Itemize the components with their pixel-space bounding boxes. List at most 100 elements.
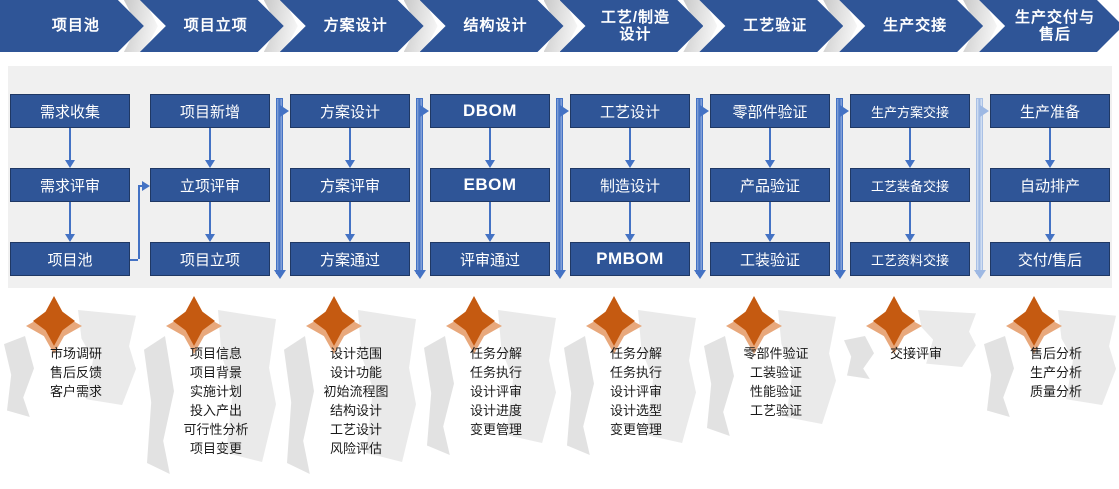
detail-item: 初始流程图 [323, 384, 389, 399]
process-box-c4-r2[interactable]: EBOM [430, 168, 550, 202]
column-link-bar-3-to-4 [416, 98, 423, 274]
process-box-c8-r1[interactable]: 生产准备 [990, 94, 1110, 128]
process-box-c5-r2[interactable]: 制造设计 [570, 168, 690, 202]
detail-list: 项目信息项目背景实施计划投入产出可行性分析项目变更 [150, 344, 282, 458]
detail-item: 任务分解 [469, 346, 522, 361]
process-box-c7-r1[interactable]: 生产方案交接 [850, 94, 970, 128]
detail-section: 市场调研售后反馈客户需求项目信息项目背景实施计划投入产出可行性分析项目变更设计范… [0, 288, 1119, 489]
stage-chevron-label: 工艺验证 [743, 17, 808, 35]
detail-column-2: 项目信息项目背景实施计划投入产出可行性分析项目变更 [140, 288, 280, 489]
down-connector-c1-2 [69, 202, 71, 234]
detail-list: 设计范围设计功能初始流程图结构设计工艺设计风险评估 [290, 344, 422, 458]
detail-item: 设计功能 [329, 365, 382, 380]
column-link-bar-5-to-6 [696, 98, 703, 274]
detail-item: 项目变更 [189, 441, 242, 456]
column-link-bar-6-to-7 [836, 98, 843, 274]
stage-chevron-6[interactable]: 工艺验证 [699, 0, 843, 52]
process-box-c2-r2[interactable]: 立项评审 [150, 168, 270, 202]
process-box-c1-r2[interactable]: 需求评审 [10, 168, 130, 202]
process-box-c8-r2[interactable]: 自动排产 [990, 168, 1110, 202]
down-connector-c5-1 [629, 128, 631, 160]
detail-item: 任务执行 [469, 365, 522, 380]
process-box-c8-r3[interactable]: 交付/售后 [990, 242, 1110, 276]
diamond-icon-inner [313, 296, 355, 346]
column-link-foot-3 [414, 270, 426, 279]
process-box-c7-r3[interactable]: 工艺资料交接 [850, 242, 970, 276]
process-box-c3-r3[interactable]: 方案通过 [290, 242, 410, 276]
diamond-icon [586, 296, 642, 354]
down-arrowhead-c1-2 [65, 234, 75, 242]
down-arrowhead-c3-1 [345, 160, 355, 168]
stage-chevron-label: 方案设计 [323, 17, 388, 35]
stage-chevron-8[interactable]: 生产交付与 售后 [979, 0, 1119, 52]
down-arrowhead-c2-1 [205, 160, 215, 168]
detail-item: 交接评审 [889, 346, 942, 361]
stage-chevron-1[interactable]: 项目池 [0, 0, 144, 52]
down-connector-c4-2 [489, 202, 491, 234]
diamond-icon-inner [593, 296, 635, 346]
detail-item: 结构设计 [329, 403, 382, 418]
down-connector-c6-1 [769, 128, 771, 160]
diamond-icon-inner [33, 296, 75, 346]
process-box-c6-r1[interactable]: 零部件验证 [710, 94, 830, 128]
detail-list: 市场调研售后反馈客户需求 [10, 344, 142, 401]
detail-item: 项目背景 [189, 365, 242, 380]
detail-item: 变更管理 [609, 422, 662, 437]
detail-item: 实施计划 [189, 384, 242, 399]
diamond-icon-inner [453, 296, 495, 346]
stage-chevron-3[interactable]: 方案设计 [280, 0, 424, 52]
down-arrowhead-c6-1 [765, 160, 775, 168]
stage-chevron-5[interactable]: 工艺/制造 设计 [560, 0, 704, 52]
detail-item: 生产分析 [1029, 365, 1082, 380]
down-connector-c8-1 [1049, 128, 1051, 160]
stage-chevron-label: 项目池 [51, 17, 100, 35]
detail-item: 风险评估 [329, 441, 382, 456]
process-box-c4-r3[interactable]: 评审通过 [430, 242, 550, 276]
stage-chevron-7[interactable]: 生产交接 [839, 0, 983, 52]
down-connector-c8-2 [1049, 202, 1051, 234]
diamond-icon [166, 296, 222, 354]
detail-column-1: 市场调研售后反馈客户需求 [0, 288, 140, 489]
process-box-c2-r1[interactable]: 项目新增 [150, 94, 270, 128]
down-connector-c6-2 [769, 202, 771, 234]
diamond-icon [446, 296, 502, 354]
detail-item: 质量分析 [1029, 384, 1082, 399]
column-link-bar-4-to-5 [556, 98, 563, 274]
diamond-icon [866, 296, 922, 354]
stage-chevron-label: 生产交付与 售后 [1015, 8, 1096, 43]
down-connector-c3-2 [349, 202, 351, 234]
stage-chevron-4[interactable]: 结构设计 [420, 0, 564, 52]
elbow-segment-v [138, 185, 140, 259]
down-connector-c7-1 [909, 128, 911, 160]
column-link-foot-6 [834, 270, 846, 279]
detail-list: 任务分解任务执行设计评审设计进度变更管理 [430, 344, 562, 439]
column-link-arrowhead-5 [700, 105, 709, 117]
diamond-icon-inner [173, 296, 215, 346]
detail-item: 零部件验证 [743, 346, 809, 361]
down-arrowhead-c4-1 [485, 160, 495, 168]
detail-column-4: 任务分解任务执行设计评审设计进度变更管理 [420, 288, 560, 489]
detail-item: 设计选型 [609, 403, 662, 418]
detail-item: 可行性分析 [183, 422, 249, 437]
process-box-c4-r1[interactable]: DBOM [430, 94, 550, 128]
down-arrowhead-c1-1 [65, 160, 75, 168]
process-box-c7-r2[interactable]: 工艺装备交接 [850, 168, 970, 202]
process-box-c2-r3[interactable]: 项目立项 [150, 242, 270, 276]
column-link-foot-5 [694, 270, 706, 279]
down-arrowhead-c7-1 [905, 160, 915, 168]
column-link-arrowhead-2 [280, 105, 289, 117]
detail-list: 售后分析生产分析质量分析 [990, 344, 1119, 401]
process-box-c6-r3[interactable]: 工装验证 [710, 242, 830, 276]
diamond-icon [726, 296, 782, 354]
process-box-c3-r1[interactable]: 方案设计 [290, 94, 410, 128]
process-box-c1-r3[interactable]: 项目池 [10, 242, 130, 276]
process-box-c5-r1[interactable]: 工艺设计 [570, 94, 690, 128]
process-box-c5-r3[interactable]: PMBOM [570, 242, 690, 276]
process-box-c1-r1[interactable]: 需求收集 [10, 94, 130, 128]
detail-item: 任务执行 [609, 365, 662, 380]
down-connector-c2-2 [209, 202, 211, 234]
process-box-c3-r2[interactable]: 方案评审 [290, 168, 410, 202]
stage-chevron-2[interactable]: 项目立项 [140, 0, 284, 52]
process-box-c6-r2[interactable]: 产品验证 [710, 168, 830, 202]
detail-column-7: 交接评审 [840, 288, 980, 489]
